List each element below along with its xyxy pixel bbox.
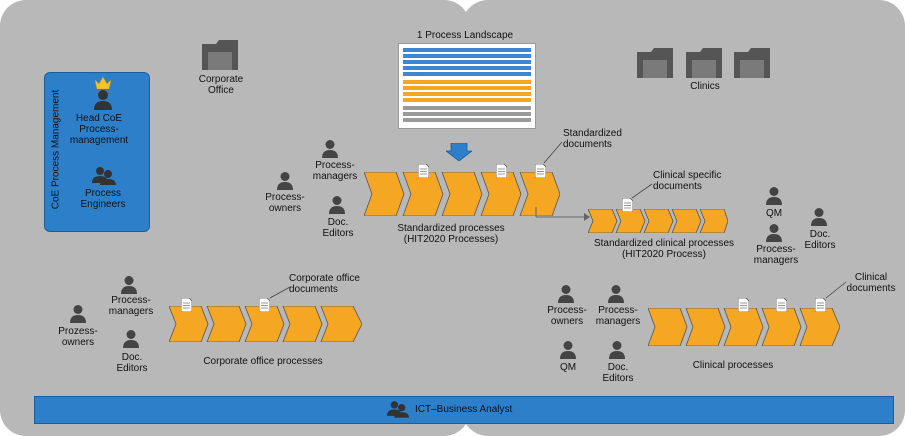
process-step-chevron [441, 172, 483, 216]
std-clinical-doc-editors-label: Doc. Editors [804, 229, 836, 251]
person-icon [121, 276, 137, 294]
person-icon [766, 224, 782, 242]
corp-doc-editors-label: Doc. Editors [116, 352, 148, 374]
landscape-title: 1 Process Landscape [416, 30, 514, 41]
corporate-office-folder-icon[interactable] [202, 40, 238, 70]
document-icon [776, 298, 787, 312]
process-step-chevron [169, 306, 209, 342]
landscape-thumbnail-graphic [403, 48, 531, 122]
std-doc-editors-label: Doc. Editors [322, 217, 354, 239]
clinics-label: Clinics [690, 81, 720, 92]
process-step-chevron [685, 308, 726, 346]
corporate-office-label: Corporate Office [198, 74, 244, 96]
process-step-chevron [519, 172, 560, 216]
process-step-chevron [699, 209, 728, 233]
clinical-standard-process-chain[interactable] [588, 209, 728, 233]
process-step-chevron [480, 172, 522, 216]
process-step-chevron [799, 308, 840, 346]
process-step-chevron [648, 308, 688, 346]
clinical-processes-caption: Clinical processes [692, 360, 774, 371]
process-step-chevron [671, 209, 702, 233]
corp-process-managers-label: Process- managers [108, 295, 154, 317]
clinical-qm-label: QM [559, 362, 577, 373]
process-step-chevron [588, 209, 618, 233]
document-icon [815, 298, 826, 312]
corp-process-owners-label: Prozess- owners [58, 326, 98, 348]
crown-icon [95, 77, 111, 89]
corp-documents-label: Corporate office documents [289, 273, 360, 295]
std-process-managers-label: Process- managers [312, 160, 358, 182]
standardized-process-chain[interactable] [364, 172, 560, 216]
process-step-chevron [364, 172, 405, 216]
process-step-chevron [723, 308, 764, 346]
process-step-chevron [643, 209, 674, 233]
document-icon [181, 298, 192, 312]
std-documents-label: Standardized documents [563, 128, 622, 150]
clinical-doc-editors-label: Doc. Editors [602, 362, 634, 384]
document-icon [535, 164, 546, 178]
head-coe-label: Head CoE Process- management [69, 113, 129, 146]
process-step-chevron [761, 308, 802, 346]
person-icon [277, 172, 293, 190]
std-clinical-managers-label: Process- managers [753, 244, 799, 266]
person-icon [560, 341, 576, 359]
process-step-chevron [402, 172, 444, 216]
process-engineers-label: Process Engineers [80, 188, 126, 210]
clinical-process-chain[interactable] [648, 308, 840, 346]
down-arrow-icon [446, 143, 472, 161]
ict-business-analyst-bar[interactable]: ICT–Business Analyst [34, 396, 894, 424]
std-processes-caption: Standardized processes (HIT2020 Processe… [397, 223, 505, 245]
clinical-specific-documents-label: Clinical specific documents [653, 170, 722, 192]
process-step-chevron [206, 306, 247, 342]
person-icon [558, 285, 574, 303]
clinical-documents-label: Clinical documents [846, 272, 896, 294]
document-icon [738, 298, 749, 312]
clinical-process-managers-label: Process- managers [595, 305, 641, 327]
person-icon [123, 330, 139, 348]
coe-process-management-box[interactable]: CoE Process Management Head CoE Process-… [44, 72, 150, 232]
person-icon [766, 187, 782, 205]
std-clinical-qm-label: QM [765, 208, 783, 219]
analyst-group-icon [387, 401, 409, 418]
document-icon [418, 164, 429, 178]
process-step-chevron [615, 209, 646, 233]
person-icon [811, 208, 827, 226]
person-icon [329, 196, 345, 214]
head-person-icon [94, 90, 112, 110]
engineers-group-icon [92, 167, 116, 185]
person-icon [322, 140, 338, 158]
document-icon [622, 198, 633, 212]
clinic-folder-icon[interactable] [734, 48, 770, 78]
clinic-folder-icon[interactable] [637, 48, 673, 78]
std-clinical-caption: Standardized clinical processes (HIT2020… [593, 238, 735, 260]
document-icon [496, 164, 507, 178]
std-process-owners-label: Process- owners [265, 192, 305, 214]
person-icon [608, 285, 624, 303]
process-step-chevron [320, 306, 362, 342]
person-icon [70, 305, 86, 323]
person-icon [609, 341, 625, 359]
corporate-process-chain[interactable] [169, 306, 362, 342]
process-step-chevron [282, 306, 323, 342]
clinical-process-owners-label: Process- owners [547, 305, 587, 327]
corp-processes-caption: Corporate office processes [203, 356, 323, 367]
process-step-chevron [244, 306, 285, 342]
process-landscape-thumbnail[interactable] [398, 43, 536, 129]
clinic-folder-icon[interactable] [686, 48, 722, 78]
document-icon [259, 298, 270, 312]
ict-label: ICT–Business Analyst [415, 404, 513, 415]
